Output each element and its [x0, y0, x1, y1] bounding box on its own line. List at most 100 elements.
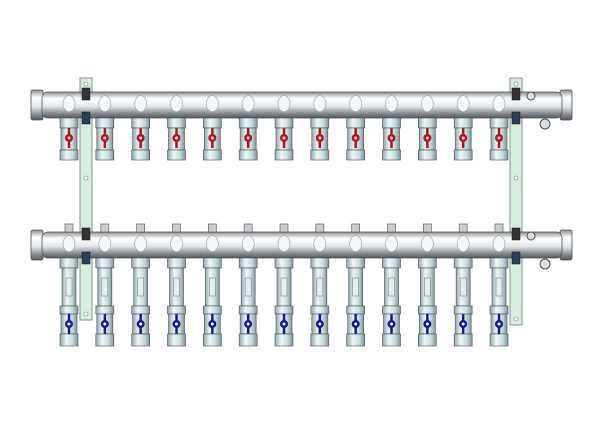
fitting-nut	[131, 305, 150, 315]
pipe-boss	[277, 235, 291, 252]
valve-center	[139, 136, 143, 140]
supply-manifold-bar	[30, 87, 573, 161]
outlet	[453, 223, 473, 347]
fitting-nut	[203, 305, 222, 315]
fitting-nut	[95, 257, 115, 269]
valve-center	[67, 322, 71, 326]
valve-center	[103, 322, 107, 326]
flow-meter-window	[137, 277, 144, 297]
fitting-nut	[346, 117, 365, 129]
fitting-nut	[418, 117, 437, 129]
pipe-boss	[313, 95, 327, 112]
flow-meter-cap	[136, 223, 145, 233]
pipe-boss	[98, 235, 112, 252]
pipe-boss	[456, 95, 470, 112]
pipe-boss	[385, 95, 398, 112]
compression-fitting	[167, 149, 186, 161]
compression-fitting	[310, 333, 330, 347]
outlet	[131, 223, 150, 347]
outlet	[95, 117, 115, 161]
bracket-hole	[83, 175, 89, 181]
fitting-nut	[453, 117, 473, 129]
pipe-boss	[313, 235, 327, 252]
flow-meter-window	[424, 277, 431, 297]
valve-center	[354, 322, 358, 326]
flow-meter-cap	[208, 223, 217, 233]
valve-center	[318, 322, 322, 326]
fitting-nut	[274, 117, 294, 129]
compression-fitting	[382, 333, 401, 347]
flow-meter-cap	[243, 223, 253, 233]
fitting-nut	[489, 117, 509, 129]
compression-fitting	[418, 333, 437, 347]
outlet	[382, 117, 401, 161]
valve-center	[354, 136, 358, 140]
pipe-boss	[349, 95, 362, 112]
pipe-boss	[492, 95, 506, 112]
valve-center	[390, 322, 393, 326]
air-vent-icon	[526, 91, 536, 101]
outlet	[418, 223, 437, 347]
fitting-nut	[382, 117, 401, 129]
valve-center	[282, 136, 286, 140]
flow-meter-cap	[458, 223, 468, 233]
compression-fitting	[310, 149, 330, 161]
compression-fitting	[131, 149, 150, 161]
fitting-nut	[131, 257, 150, 269]
outlet	[274, 117, 294, 161]
compression-fitting	[59, 333, 79, 347]
fitting-nut	[310, 257, 330, 269]
outlet	[489, 223, 509, 347]
valve-center	[103, 136, 107, 140]
flow-meter-window	[65, 277, 73, 297]
flow-meter-window	[209, 277, 216, 297]
flow-meter-window	[495, 277, 503, 297]
fitting-nut	[59, 305, 79, 315]
compression-fitting	[203, 333, 222, 347]
fitting-nut	[95, 117, 115, 129]
valve-center	[246, 136, 250, 140]
fitting-nut	[310, 305, 330, 315]
outlet	[59, 223, 79, 347]
flow-meter-cap	[387, 223, 396, 233]
outlet	[310, 117, 330, 161]
bracket-hole	[83, 311, 89, 317]
pipe-boss	[134, 95, 147, 112]
flow-meter-window	[352, 277, 359, 297]
compression-fitting	[489, 333, 509, 347]
fitting-nut	[59, 117, 79, 129]
flow-meter-cap	[494, 223, 504, 233]
compression-fitting	[274, 149, 294, 161]
valve-center	[425, 322, 429, 326]
outlet	[453, 117, 473, 161]
valve-center	[210, 322, 214, 326]
valve-center	[497, 322, 501, 326]
valve-center	[139, 322, 143, 326]
pipe-boss	[349, 235, 362, 252]
fitting-nut	[167, 305, 186, 315]
outlet	[238, 117, 258, 161]
pipe-boss	[206, 235, 219, 252]
pipe-body	[41, 231, 563, 259]
valve-center	[497, 136, 501, 140]
fitting-nut	[382, 257, 401, 269]
clamp	[511, 111, 521, 125]
clamp	[81, 251, 91, 265]
outlet	[274, 223, 294, 347]
outlet	[346, 117, 365, 161]
outlet	[131, 117, 150, 161]
flow-meter-cap	[100, 223, 110, 233]
outlet	[59, 117, 79, 161]
pipe-end-nut	[30, 229, 44, 261]
compression-fitting	[346, 333, 365, 347]
outlet	[489, 117, 509, 161]
outlet	[418, 117, 437, 161]
fitting-nut	[131, 117, 150, 129]
valve-center	[67, 136, 71, 140]
compression-fitting	[453, 149, 473, 161]
pipe-boss	[421, 235, 434, 252]
clamp	[81, 111, 91, 125]
fitting-nut	[167, 257, 186, 269]
fitting-nut	[203, 117, 222, 129]
